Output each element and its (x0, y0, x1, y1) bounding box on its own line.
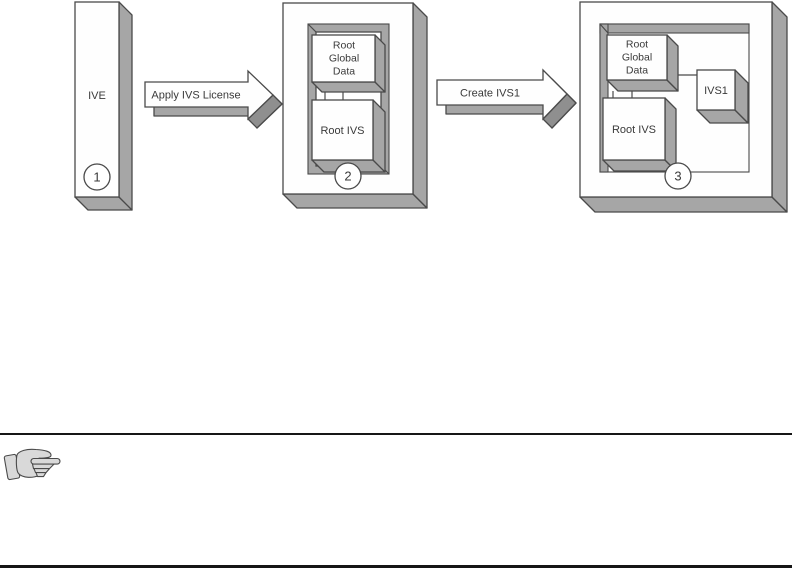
stage3-rgd-label-line3: Data (626, 65, 648, 77)
stage-3-box: Root Global Data Root IVS IVS1 3 (579, 1, 788, 213)
stage2-rgd-label-line3: Data (333, 66, 355, 78)
stage2-root-ivs-box: Root IVS (311, 99, 386, 173)
step-3-number: 3 (674, 169, 681, 184)
stage2-frame-bevel-tl (307, 23, 317, 33)
stage3-rootivs-front-face (602, 97, 666, 161)
stage3-rgd-label-line2: Global (622, 52, 652, 64)
stage2-rgd-label-line2: Global (329, 53, 359, 65)
create-ivs1-arrow: Create IVS1 (436, 68, 577, 129)
stage2-rgd-bottom-face (311, 81, 386, 93)
arrow1-label: Apply IVS License (151, 90, 240, 102)
horizontal-rule-bottom (0, 565, 792, 568)
stage2-rootivs-front-face (311, 99, 374, 161)
stage3-root-ivs-box: Root IVS (602, 97, 677, 172)
step-2-circle (334, 162, 362, 190)
step-1-circle (83, 163, 111, 191)
stage2-box-side-face (412, 2, 428, 209)
stage2-rgd-label-line1: Root (333, 40, 355, 52)
stage2-rgd-front-face (311, 34, 376, 83)
horizontal-rule-top (0, 433, 792, 435)
ivs-license-flow-diagram: IVE 1 Apply IVS License (74, 1, 788, 213)
stage3-box-bottom-face (579, 196, 788, 213)
arrow2-label: Create IVS1 (460, 88, 520, 100)
stage3-root-global-data-box: Root Global Data (606, 34, 679, 92)
step-1-number: 1 (93, 170, 100, 185)
arrow1-body (144, 69, 274, 121)
ive-box-label: IVE (88, 90, 106, 102)
step-2-number: 2 (344, 169, 351, 184)
stage3-ivs1-front-face (696, 69, 736, 111)
stage2-rootivs-label: Root IVS (320, 125, 364, 137)
stage3-frame-bevel-tl (599, 23, 609, 34)
stage2-box-bottom-face (282, 193, 428, 209)
stage3-ivs1-box: IVS1 (696, 69, 749, 124)
stage2-root-global-data-box: Root Global Data (311, 34, 386, 93)
stage3-rootivs-side-face (664, 97, 677, 172)
stage2-rgd-side-face (374, 34, 386, 93)
ive-box-side-face (118, 1, 133, 211)
stage2-rootivs-side-face (372, 99, 386, 173)
stage-2-box: Root Global Data Root IVS 2 (282, 2, 428, 209)
stage3-rgd-bottom-face (606, 79, 679, 92)
arrow2-body (436, 68, 568, 121)
stage3-rootivs-bottom-face (602, 159, 677, 172)
step-3-circle (664, 162, 692, 190)
stage3-box-side-face (771, 1, 788, 213)
pointing-hand-icon (3, 448, 61, 481)
stage3-rgd-front-face (606, 34, 668, 81)
stage-1-ive-box: IVE 1 (74, 1, 133, 211)
stage3-ivs1-label: IVS1 (704, 85, 728, 97)
stage3-rgd-label-line1: Root (626, 39, 648, 51)
stage3-frame-top-band (599, 23, 750, 34)
apply-ivs-license-arrow: Apply IVS License (144, 69, 283, 129)
stage3-rootivs-label: Root IVS (612, 124, 656, 136)
